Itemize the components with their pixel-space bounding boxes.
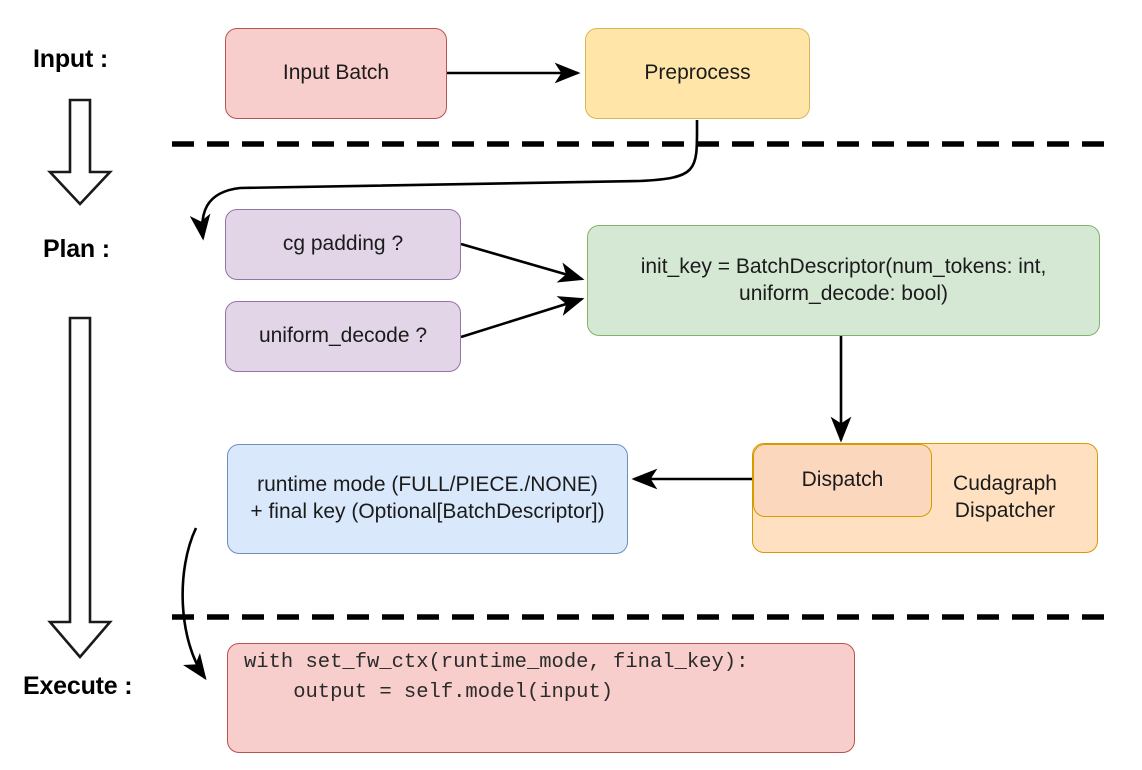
node-input-batch[interactable]: Input Batch — [225, 28, 447, 119]
node-execute-code-line1: with set_fw_ctx(runtime_mode, final_key)… — [244, 651, 749, 674]
node-cudagraph-dispatcher-line1: Cudagraph — [953, 472, 1057, 496]
node-init-key-line1: init_key = BatchDescriptor(num_tokens: i… — [640, 254, 1047, 278]
node-uniform-decode-label: uniform_decode ? — [258, 324, 428, 348]
stage-arrow-input-to-plan — [46, 98, 114, 206]
stage-label-plan: Plan : — [43, 235, 110, 263]
node-execute-code[interactable]: with set_fw_ctx(runtime_mode, final_key)… — [227, 643, 855, 753]
node-preprocess[interactable]: Preprocess — [585, 28, 810, 119]
node-cudagraph-dispatcher-line2: Dispatcher — [954, 499, 1056, 522]
arrow-uniform-decode-to-init-key — [460, 296, 585, 339]
node-execute-code-line2: output = self.model(input) — [244, 680, 614, 704]
arrow-cg-padding-to-init-key — [460, 242, 585, 283]
node-dispatch-label: Dispatch — [801, 468, 884, 492]
node-dispatch[interactable]: Dispatch — [753, 444, 932, 517]
stage-label-execute: Execute : — [23, 672, 133, 700]
node-runtime-mode-line1: runtime mode (FULL/PIECE./NONE) — [257, 473, 598, 497]
node-input-batch-label: Input Batch — [282, 61, 390, 85]
node-init-key[interactable]: init_key = BatchDescriptor(num_tokens: i… — [587, 225, 1100, 336]
node-cg-padding-label: cg padding ? — [282, 232, 404, 256]
node-uniform-decode[interactable]: uniform_decode ? — [225, 301, 461, 372]
arrow-runtime-mode-to-execute-code — [181, 527, 207, 681]
node-preprocess-label: Preprocess — [644, 61, 751, 85]
stage-label-input: Input : — [33, 45, 108, 73]
node-cg-padding[interactable]: cg padding ? — [225, 209, 461, 280]
node-runtime-mode-line2: + final key (Optional[BatchDescriptor]) — [250, 500, 605, 523]
node-init-key-line2: uniform_decode: bool) — [739, 281, 948, 305]
stage-arrow-plan-to-execute — [47, 316, 113, 659]
node-runtime-mode[interactable]: runtime mode (FULL/PIECE./NONE) + final … — [227, 444, 628, 554]
